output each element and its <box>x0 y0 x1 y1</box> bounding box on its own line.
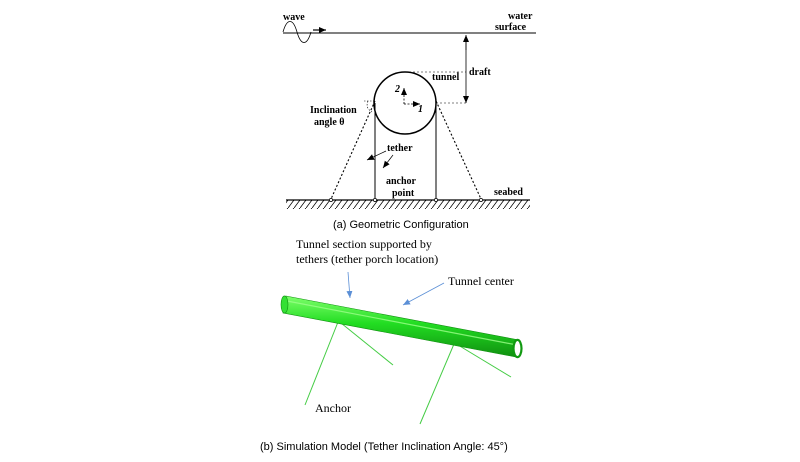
panel-b-simulation-model: Tunnel section supported by tethers (tet… <box>260 237 523 453</box>
tunnel-tube-right-end <box>512 338 523 359</box>
wave-label: wave <box>283 12 305 23</box>
inclination-label-line2: angle θ <box>314 117 345 128</box>
tether-pointer-right <box>382 154 394 169</box>
seabed-label: seabed <box>494 187 523 198</box>
anchor-label: Anchor <box>315 401 351 415</box>
axis-2-label: 2 <box>394 84 400 95</box>
draft-label: draft <box>469 67 491 78</box>
panel-a-geometric-configuration: wave water surface draft tunnel 2 1 Incl… <box>282 11 536 231</box>
anchor-point-label-line1: anchor <box>386 176 417 187</box>
tunnel-tube-highlight <box>286 300 518 346</box>
mooring-tether <box>304 321 339 406</box>
anchor-point-label-line2: point <box>392 188 415 199</box>
mooring-tether <box>419 343 455 425</box>
inclination-angle-arc <box>366 100 373 113</box>
tunnel-circle <box>373 71 437 135</box>
water-surface-label-line2: surface <box>495 22 527 33</box>
tunnel-tube-left-end <box>280 295 289 314</box>
anchor-dot <box>434 198 438 202</box>
inclination-label-line1: Inclination <box>310 105 357 116</box>
wave-curve <box>282 21 312 43</box>
mooring-tether <box>457 344 512 378</box>
caption-b: (b) Simulation Model (Tether Inclination… <box>260 441 508 453</box>
water-surface-label-line1: water <box>508 11 533 22</box>
tunnel-section-pointer <box>346 271 353 299</box>
mooring-tether <box>340 322 394 366</box>
anchor-dot <box>329 198 333 202</box>
tunnel-tube <box>282 295 520 358</box>
tunnel-label: tunnel <box>432 72 459 83</box>
anchor-dot <box>373 198 377 202</box>
inclined-tether-left <box>330 100 376 200</box>
inclined-tether-right <box>435 100 482 200</box>
tunnel-center-pointer <box>402 282 445 306</box>
seabed-hatch <box>286 200 530 209</box>
tether-pointer-left <box>366 150 387 161</box>
tunnel-section-label-line1: Tunnel section supported by <box>296 237 432 251</box>
caption-a: (a) Geometric Configuration <box>333 219 469 231</box>
tunnel-section-label-line2: tethers (tether porch location) <box>296 252 438 266</box>
axis-1-label: 1 <box>418 104 423 115</box>
anchor-dot <box>479 198 483 202</box>
tether-label: tether <box>387 143 413 154</box>
tunnel-center-label: Tunnel center <box>448 274 514 288</box>
